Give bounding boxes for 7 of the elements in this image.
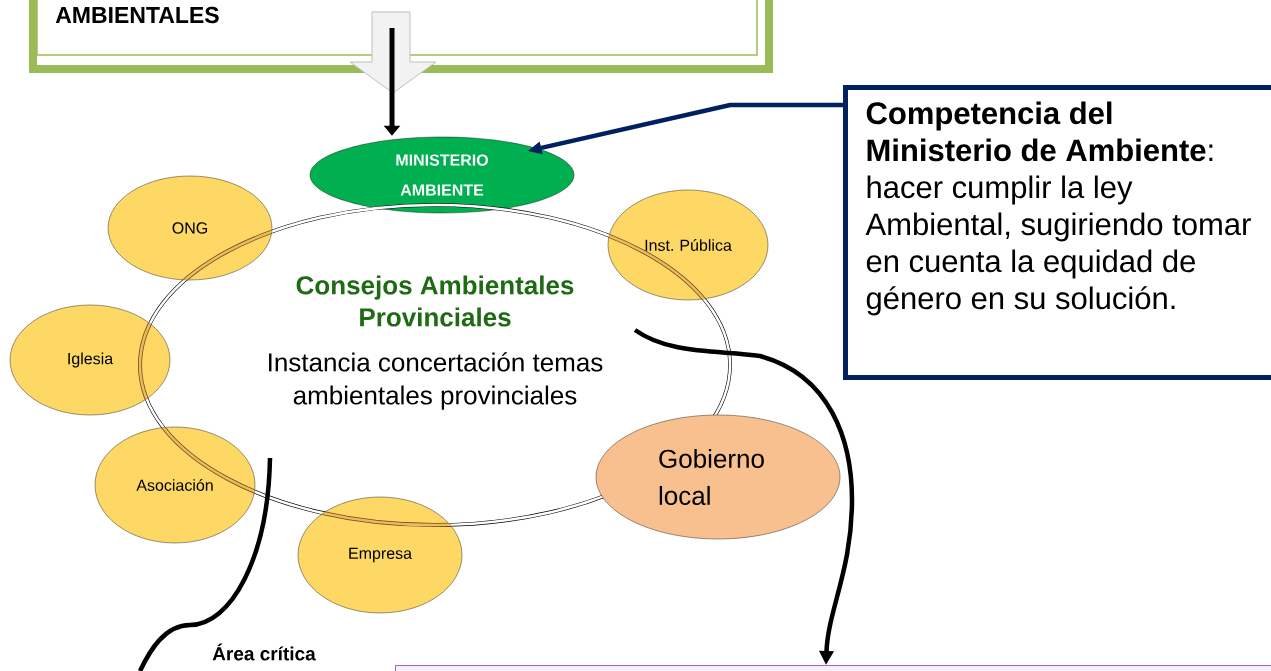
council-title: Consejos Ambientales Provinciales bbox=[296, 275, 574, 327]
panel-box bbox=[395, 665, 1271, 671]
note-box: Competencia del Ministerio de Ambiente: hacer cumplir la ley Ambiental, sugiriendo tomar en cuenta la equidad de género en su solución. bbox=[843, 85, 1271, 380]
council-description: Instancia concertación temas ambientales provinciales bbox=[269, 352, 603, 410]
block-arrow bbox=[349, 11, 437, 136]
text-box: AMBIENTALES bbox=[29, 0, 773, 73]
brace-label: Área crítica bbox=[212, 643, 316, 661]
